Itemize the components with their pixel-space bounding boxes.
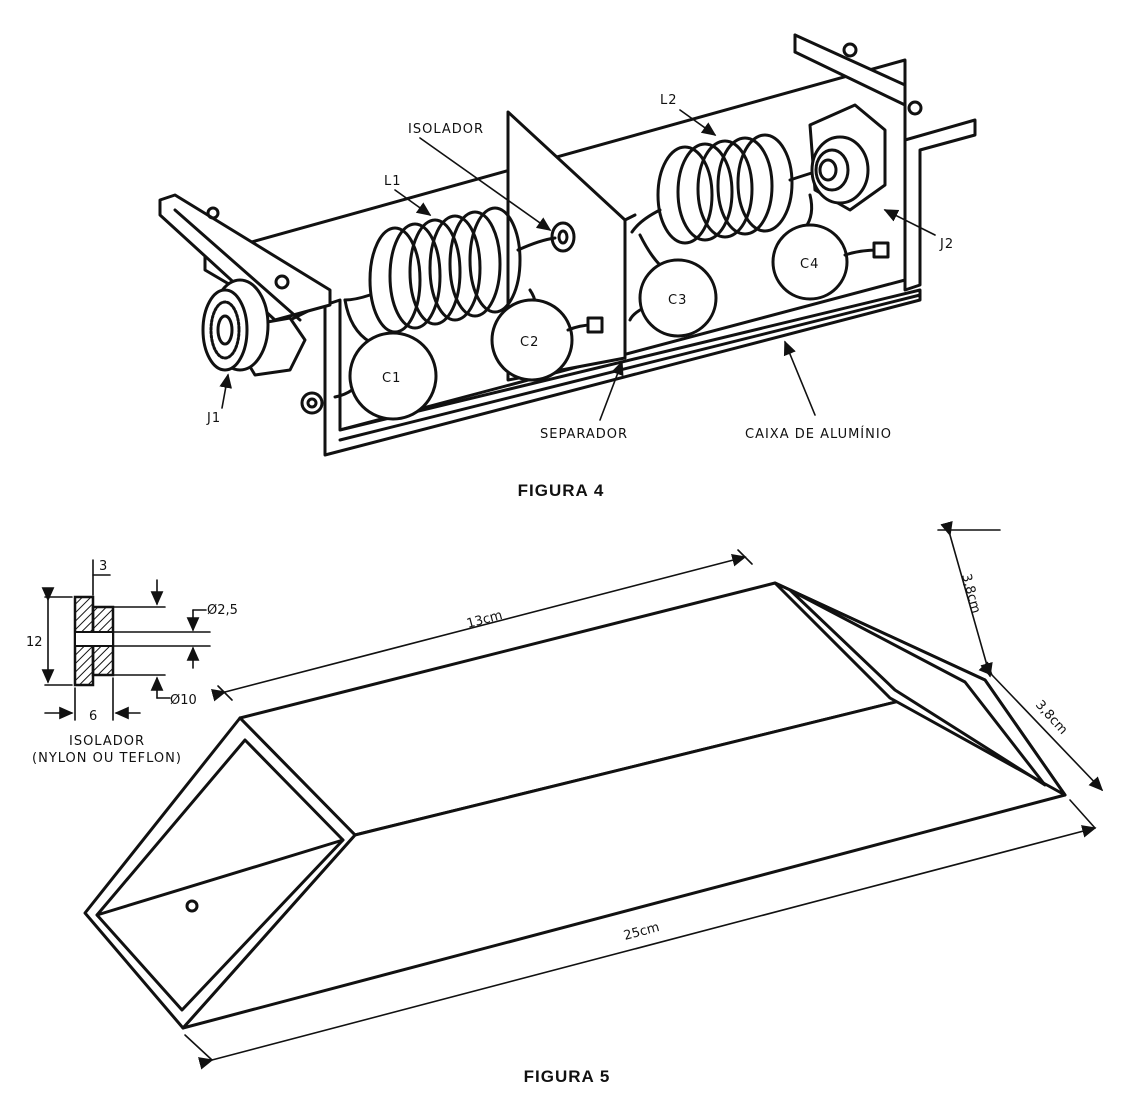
dim-3-8cm-width: 3,8cm bbox=[1032, 698, 1070, 738]
bracket-hole bbox=[842, 42, 858, 58]
figure-5-box-dimensions: 13cm 25cm 3,8cm 3,8cm bbox=[26, 520, 1104, 1086]
capacitor-c4 bbox=[771, 193, 890, 301]
label-separador: SEPARADOR bbox=[540, 427, 628, 442]
left-bracket bbox=[158, 193, 332, 322]
label-c3: C3 bbox=[668, 293, 687, 308]
bracket-hole bbox=[206, 206, 220, 220]
dim-3-8cm-height: 3,8cm bbox=[958, 572, 983, 615]
figure-4-cavity-filter: ISOLADOR L1 L2 C1 C2 C3 C4 J1 J2 SEPARAD… bbox=[158, 33, 977, 500]
capacitor-c3 bbox=[628, 233, 718, 338]
label-j1: J1 bbox=[206, 411, 221, 426]
coil-l2 bbox=[630, 133, 817, 245]
label-caixa: CAIXA DE ALUMÍNIO bbox=[745, 426, 892, 442]
label-j2: J2 bbox=[939, 237, 954, 252]
dim-25cm: 25cm bbox=[622, 920, 661, 944]
caption-figura-4: FIGURA 4 bbox=[518, 481, 605, 500]
connector-j1 bbox=[201, 278, 307, 377]
connector-j2 bbox=[808, 103, 887, 212]
hole bbox=[185, 899, 199, 913]
label-l2: L2 bbox=[660, 93, 678, 108]
bracket-hole bbox=[274, 274, 290, 290]
isolador-title: ISOLADOR bbox=[69, 734, 145, 749]
label-isolador: ISOLADOR bbox=[408, 122, 484, 137]
right-bracket bbox=[793, 33, 977, 292]
capacitor-c2 bbox=[490, 288, 604, 382]
capacitor-c1 bbox=[333, 298, 438, 421]
caption-figura-5: FIGURA 5 bbox=[524, 1067, 611, 1086]
dim-13cm: 13cm bbox=[465, 608, 504, 632]
label-c4: C4 bbox=[800, 257, 819, 272]
label-c2: C2 bbox=[520, 335, 539, 350]
isolador-detail: 3 12 6 Ø2,5 Ø10 ISOLADOR (NYLON OU TEFLO… bbox=[26, 559, 238, 766]
dim-3: 3 bbox=[99, 559, 107, 574]
bracket-hole bbox=[907, 100, 923, 116]
dim-6: 6 bbox=[89, 709, 97, 724]
label-c1: C1 bbox=[382, 371, 401, 386]
dim-diameter-2-5: Ø2,5 bbox=[207, 603, 238, 618]
label-l1: L1 bbox=[384, 174, 402, 189]
dim-12: 12 bbox=[26, 635, 43, 650]
prism-end-inner bbox=[95, 738, 345, 1012]
isolador-subtitle: (NYLON OU TEFLON) bbox=[32, 751, 182, 766]
screw bbox=[300, 391, 324, 415]
dim-diameter-10: Ø10 bbox=[170, 693, 197, 708]
